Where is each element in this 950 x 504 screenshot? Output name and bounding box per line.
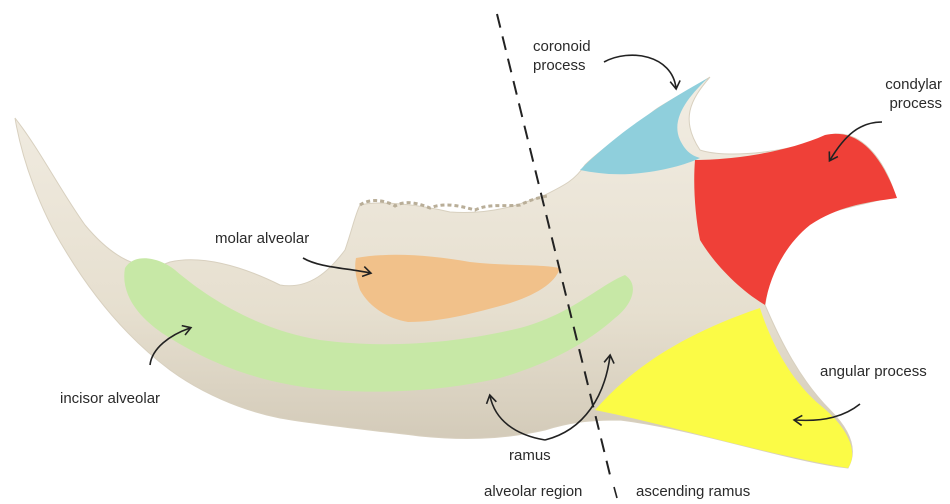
molar-label: molar alveolar: [215, 229, 309, 248]
condylar-label: condylar process: [885, 75, 942, 113]
coronoid-arrow: [604, 55, 676, 88]
coronoid-label-line2: process: [533, 56, 591, 75]
incisor-label: incisor alveolar: [60, 389, 160, 408]
ramus-label: ramus: [509, 446, 551, 465]
alveolar-region-label: alveolar region: [484, 482, 582, 501]
bottom-divider: [614, 487, 617, 498]
coronoid-label: coronoid process: [533, 37, 591, 75]
ascending-ramus-label: ascending ramus: [636, 482, 750, 501]
coronoid-label-line1: coronoid: [533, 37, 591, 56]
angular-label: angular process: [820, 362, 927, 381]
condylar-label-line2: process: [885, 94, 942, 113]
condylar-label-line1: condylar: [885, 75, 942, 94]
